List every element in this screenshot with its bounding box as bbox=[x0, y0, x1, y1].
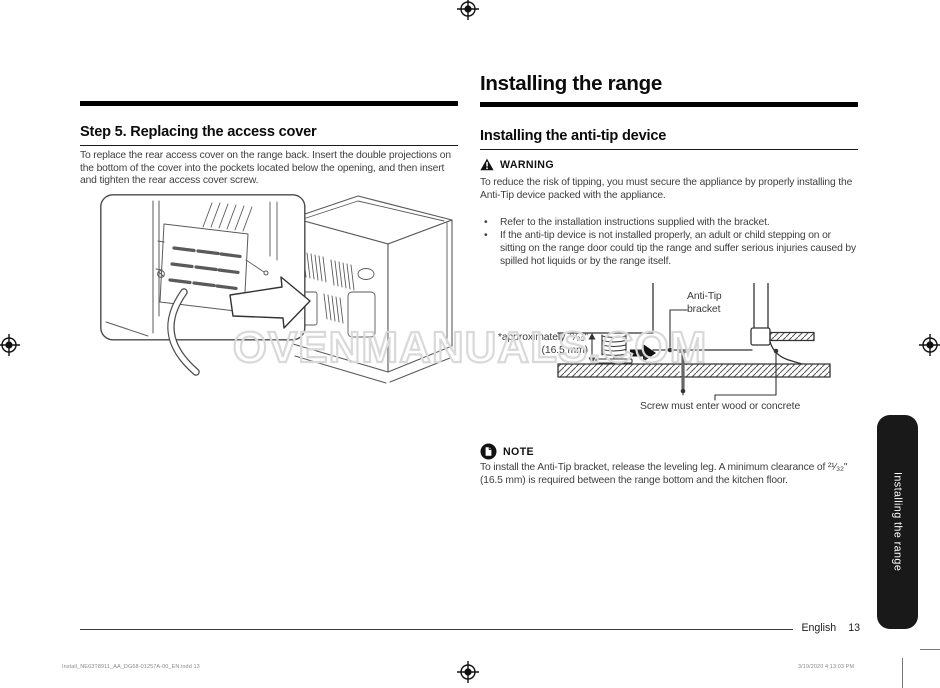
note-label: NOTE bbox=[503, 445, 535, 458]
registration-mark-top bbox=[456, 0, 480, 21]
note-body-text: To install the Anti-Tip bracket, release… bbox=[480, 462, 848, 486]
left-column-rule-thin bbox=[80, 145, 458, 146]
warning-body-text: To reduce the risk of tipping, you must … bbox=[480, 177, 853, 201]
right-column-rule-thin bbox=[480, 149, 858, 150]
print-timestamp: 3/19/2020 4:13:03 PM bbox=[798, 664, 855, 670]
footer-page-number: 13 bbox=[848, 622, 860, 634]
footer-language: English bbox=[801, 622, 837, 634]
bracket-label: Anti-Tip bracket bbox=[687, 291, 722, 315]
warning-bullet-list: • Refer to the installation instructions… bbox=[480, 216, 858, 268]
footer-page-info: English 13 bbox=[788, 622, 860, 634]
print-file-name: Install_NE63T8911_AA_DG68-01257A-00_EN.i… bbox=[62, 664, 200, 670]
anti-tip-diagram: Anti-Tip bracket *approximately ²¹⁄₃₂" (… bbox=[480, 283, 858, 418]
warning-icon bbox=[480, 158, 494, 171]
step-body-text: To replace the rear access cover on the … bbox=[80, 150, 451, 187]
warning-header: WARNING bbox=[480, 158, 554, 171]
bullet-marker: • bbox=[484, 217, 488, 228]
anti-tip-illustration bbox=[557, 283, 831, 401]
access-cover-figure bbox=[100, 194, 458, 392]
footer-rule bbox=[80, 629, 793, 630]
trim-mark-vertical bbox=[902, 658, 903, 688]
warning-label: WARNING bbox=[500, 158, 554, 171]
access-cover-illustration bbox=[100, 194, 453, 384]
note-icon bbox=[480, 443, 497, 460]
registration-mark-right bbox=[918, 333, 940, 357]
right-column-rule-thick bbox=[480, 102, 858, 107]
registration-mark-left bbox=[0, 333, 21, 357]
page-title: Installing the range bbox=[480, 72, 662, 95]
chapter-tab: Installing the range bbox=[877, 415, 918, 629]
left-column-rule-thick bbox=[80, 101, 458, 106]
chapter-tab-label: Installing the range bbox=[891, 472, 904, 572]
screw-label: Screw must enter wood or concrete bbox=[640, 401, 801, 412]
note-header: NOTE bbox=[480, 443, 534, 460]
list-item: • If the anti-tip device is not installe… bbox=[480, 229, 858, 268]
bullet-marker: • bbox=[484, 230, 488, 241]
clearance-label: *approximately ²¹⁄₃₂" (16.5 mm) bbox=[497, 332, 588, 356]
registration-mark-bottom bbox=[456, 660, 480, 684]
step-heading: Step 5. Replacing the access cover bbox=[80, 124, 317, 140]
list-item: • Refer to the installation instructions… bbox=[480, 216, 858, 229]
trim-mark-horizontal bbox=[920, 649, 940, 650]
section-heading: Installing the anti-tip device bbox=[480, 128, 667, 144]
